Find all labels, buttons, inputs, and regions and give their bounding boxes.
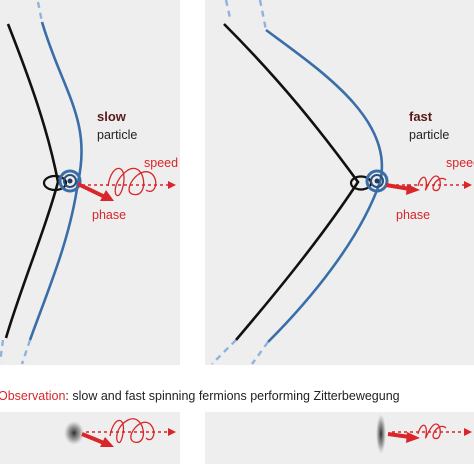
right-phase-label: phase	[396, 208, 430, 222]
right-black-dashed-bottom	[211, 339, 237, 365]
right-title-rest: particle	[409, 128, 449, 142]
slow-blurred-particle	[64, 421, 84, 445]
right-title-bold: fast	[409, 109, 433, 124]
observation-strip-fast	[205, 412, 474, 464]
right-panel-background	[205, 0, 474, 365]
left-phase-label: phase	[92, 208, 126, 222]
observation-strip-slow	[0, 412, 180, 464]
left-helix	[107, 167, 157, 197]
left-blue-dashed-bottom	[20, 339, 32, 365]
right-phase-arrowhead	[406, 184, 420, 195]
left-spin-knot	[58, 169, 82, 193]
left-phase-arrowhead	[100, 190, 114, 201]
fast-observed-arrow	[387, 432, 411, 439]
left-blue-trajectory	[28, 21, 83, 341]
right-panel: fast particle speed phase	[205, 0, 474, 365]
fast-blurred-particle	[376, 414, 386, 454]
left-title-bold: slow	[97, 109, 127, 124]
right-blue-trajectory	[265, 28, 384, 343]
right-black-trajectory	[223, 23, 360, 341]
slow-observed-helix	[109, 418, 155, 444]
left-black-dashed-bottom	[0, 339, 5, 363]
observation-strip-fast-background	[205, 412, 474, 464]
fast-observed-arrowhead	[406, 432, 420, 443]
left-blue-dashed-top	[36, 1, 44, 23]
right-helix	[417, 175, 447, 192]
right-black-dashed-top	[224, 0, 232, 19]
fast-observed-speed-arrowhead	[464, 428, 472, 436]
observation-label: Observation	[0, 389, 65, 403]
slow-observed-speed-arrowhead	[168, 428, 176, 436]
left-phase-arrow	[77, 182, 106, 199]
left-black-loop	[42, 174, 68, 192]
left-black-trajectory	[4, 23, 60, 339]
left-speed-label: speed	[144, 156, 178, 170]
right-blue-dashed-bottom	[251, 341, 269, 365]
slow-observed-arrow	[81, 432, 105, 445]
left-panel-background	[0, 0, 180, 365]
left-speed-arrowhead	[168, 181, 176, 189]
right-speed-label: speed	[446, 156, 474, 170]
right-blue-dashed-top	[258, 0, 268, 31]
observation-caption: Observation: slow and fast spinning ferm…	[0, 389, 400, 403]
fast-observed-helix	[417, 423, 447, 440]
left-title-rest: particle	[97, 128, 137, 142]
right-speed-arrowhead	[464, 181, 472, 189]
slow-observed-arrowhead	[100, 437, 114, 447]
observation-text: : slow and fast spinning fermions perfor…	[65, 389, 399, 403]
left-panel: slow particle speed phase	[0, 0, 180, 365]
right-spin-knot	[365, 169, 389, 193]
